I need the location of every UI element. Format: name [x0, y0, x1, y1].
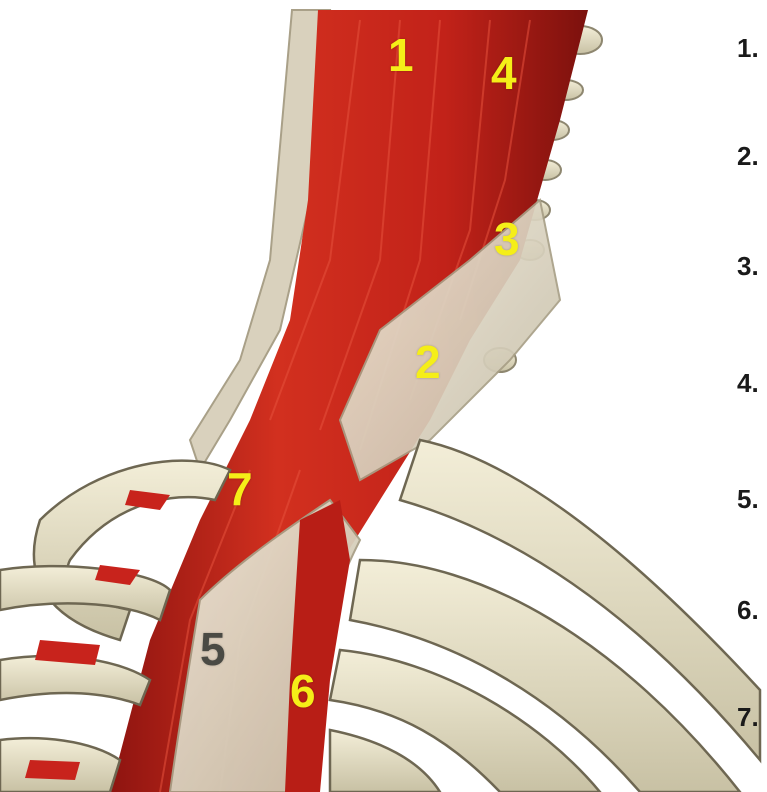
label-7: 7 [227, 466, 253, 512]
side-number-2: 2. [737, 143, 759, 169]
label-2: 2 [415, 339, 441, 385]
side-number-3: 3. [737, 253, 759, 279]
ribs-right [330, 440, 760, 792]
label-6: 6 [290, 668, 316, 714]
side-number-6: 6. [737, 597, 759, 623]
label-5: 5 [200, 626, 226, 672]
label-1: 1 [388, 32, 414, 78]
side-number-1: 1. [737, 35, 759, 61]
side-number-5: 5. [737, 486, 759, 512]
side-number-4: 4. [737, 370, 759, 396]
side-number-7: 7. [737, 704, 759, 730]
label-3: 3 [494, 216, 520, 262]
label-4: 4 [491, 50, 517, 96]
